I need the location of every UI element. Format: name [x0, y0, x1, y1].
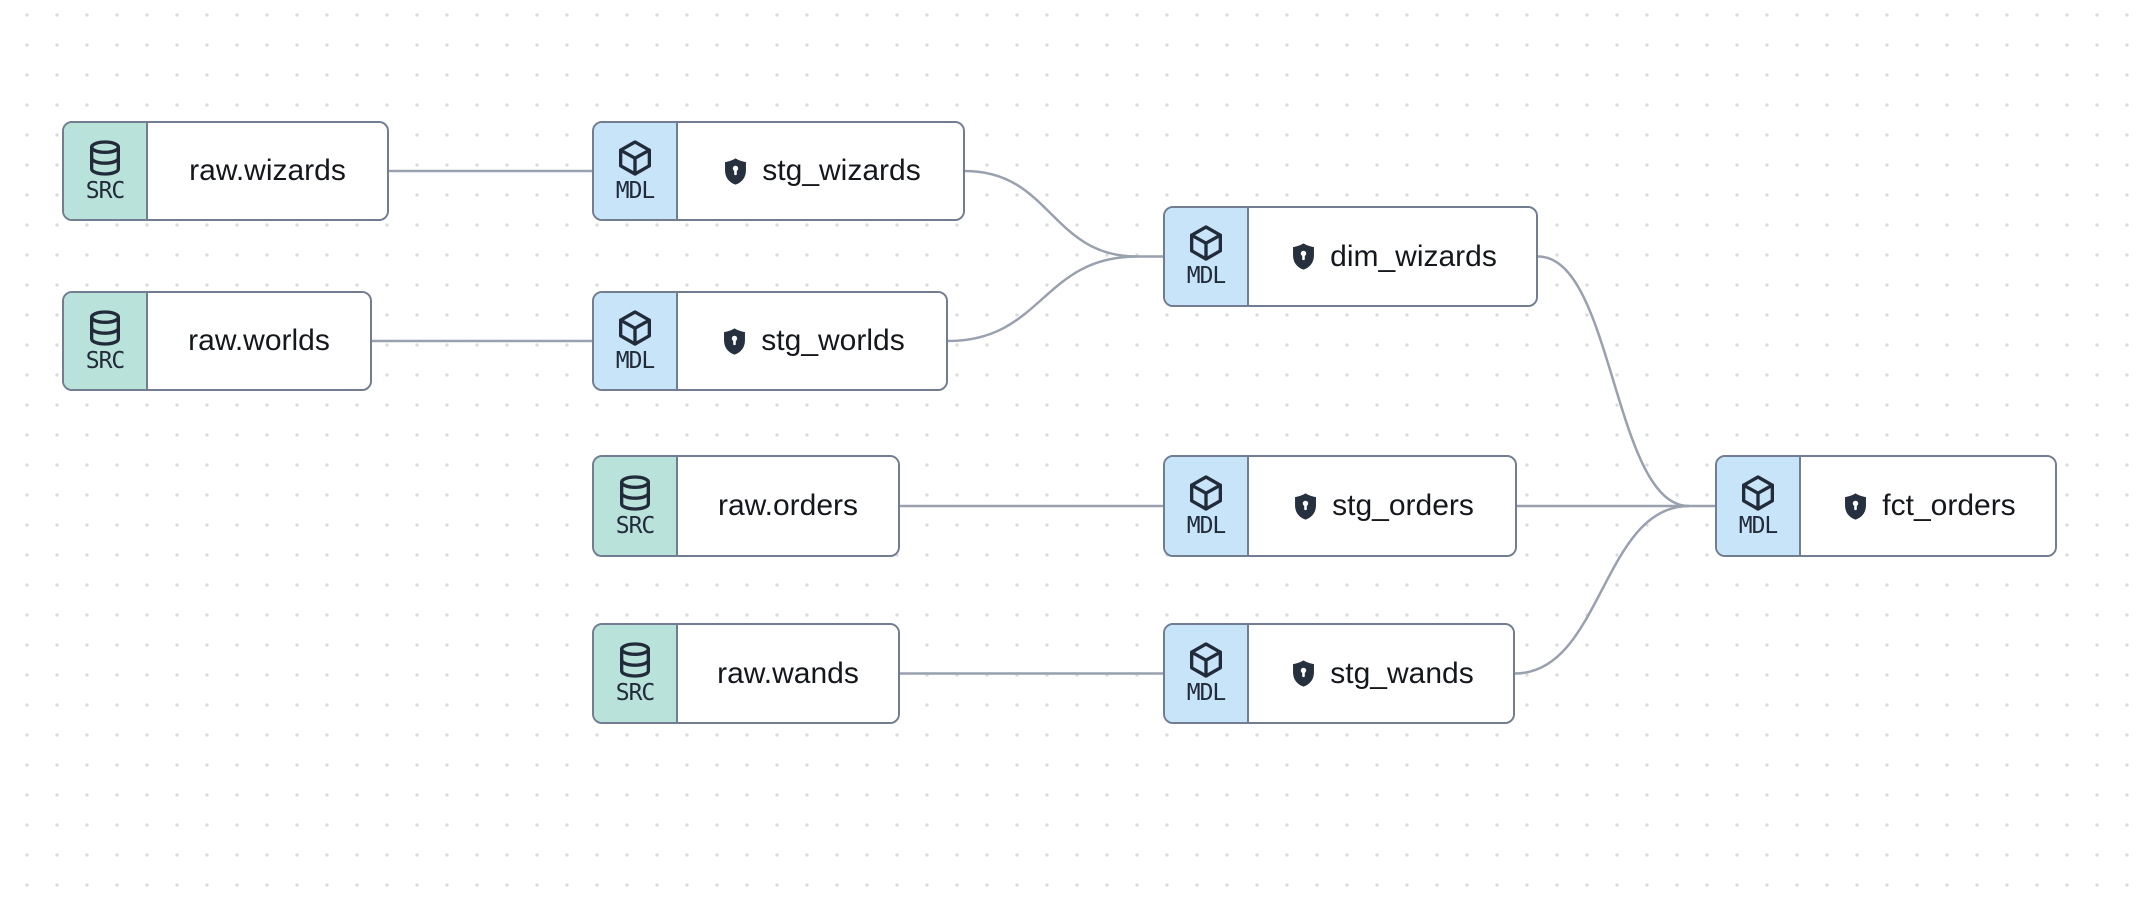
- node-body: fct_orders: [1801, 457, 2055, 555]
- model-type-badge: MDL: [1165, 208, 1249, 305]
- node-label: raw.wands: [717, 656, 859, 690]
- node-stg_worlds[interactable]: MDL stg_worlds: [592, 291, 948, 391]
- node-body: raw.orders: [678, 457, 898, 555]
- node-stg_wands[interactable]: MDL stg_wands: [1163, 623, 1515, 724]
- cube-icon: [619, 310, 651, 346]
- source-type-badge: SRC: [594, 625, 678, 722]
- node-body: raw.wizards: [148, 123, 387, 219]
- database-icon: [89, 140, 120, 176]
- node-label: dim_wizards: [1330, 239, 1497, 273]
- badge-label: MDL: [1186, 263, 1227, 290]
- badge-label: SRC: [85, 347, 126, 374]
- node-raw.wands[interactable]: SRC raw.wands: [592, 623, 900, 724]
- edge-stg_wizards-to-dim_wizards: [964, 169, 1138, 258]
- shield-icon: [725, 157, 747, 185]
- badge-label: MDL: [615, 177, 656, 204]
- model-type-badge: MDL: [594, 123, 678, 219]
- node-body: stg_worlds: [678, 293, 946, 389]
- node-label: stg_orders: [1332, 489, 1474, 522]
- node-stg_orders[interactable]: MDL stg_orders: [1163, 455, 1517, 557]
- badge-label: MDL: [1738, 512, 1779, 539]
- node-raw.wizards[interactable]: SRC raw.wizards: [62, 121, 389, 221]
- source-type-badge: SRC: [64, 123, 148, 219]
- shield-icon: [1845, 492, 1867, 520]
- shield-icon: [724, 327, 746, 355]
- node-label: stg_worlds: [761, 324, 905, 357]
- node-body: raw.wands: [678, 625, 898, 722]
- node-raw.worlds[interactable]: SRC raw.worlds: [62, 291, 372, 391]
- edge-stg_wands-to-fct_orders: [1514, 504, 1690, 675]
- badge-label: SRC: [615, 680, 656, 707]
- node-body: dim_wizards: [1249, 208, 1536, 305]
- database-icon: [89, 310, 120, 346]
- shield-icon: [1293, 660, 1315, 687]
- node-raw.orders[interactable]: SRC raw.orders: [592, 455, 900, 557]
- edge-stg_worlds-to-dim_wizards: [947, 255, 1138, 343]
- badge-label: MDL: [1186, 680, 1227, 707]
- model-type-badge: MDL: [594, 293, 678, 389]
- node-label: raw.worlds: [188, 324, 330, 357]
- node-body: stg_wizards: [678, 123, 963, 219]
- shield-icon: [1295, 492, 1317, 520]
- node-body: raw.worlds: [148, 293, 370, 389]
- cube-icon: [1189, 642, 1223, 679]
- source-type-badge: SRC: [594, 457, 678, 555]
- model-type-badge: MDL: [1717, 457, 1801, 555]
- node-body: stg_orders: [1249, 457, 1515, 555]
- node-label: raw.orders: [717, 489, 859, 522]
- badge-label: SRC: [85, 177, 126, 204]
- model-type-badge: MDL: [1165, 625, 1249, 722]
- node-stg_wizards[interactable]: MDL stg_wizards: [592, 121, 965, 221]
- source-type-badge: SRC: [64, 293, 148, 389]
- cube-icon: [1189, 475, 1223, 511]
- model-type-badge: MDL: [1165, 457, 1249, 555]
- cube-icon: [1189, 225, 1223, 262]
- database-icon: [620, 642, 650, 679]
- node-label: raw.wizards: [189, 154, 346, 187]
- node-label: stg_wizards: [762, 154, 921, 187]
- node-label: fct_orders: [1882, 489, 2016, 522]
- node-body: stg_wands: [1249, 625, 1513, 722]
- cube-icon: [1741, 475, 1775, 511]
- node-fct_orders[interactable]: MDL fct_orders: [1715, 455, 2057, 557]
- cube-icon: [619, 140, 651, 176]
- badge-label: SRC: [615, 512, 656, 539]
- database-icon: [620, 475, 650, 511]
- node-label: stg_wands: [1330, 656, 1474, 690]
- badge-label: MDL: [615, 347, 656, 374]
- badge-label: MDL: [1186, 512, 1227, 539]
- node-dim_wizards[interactable]: MDL dim_wizards: [1163, 206, 1538, 307]
- shield-icon: [1293, 243, 1315, 270]
- edge-dim_wizards-to-fct_orders: [1537, 255, 1690, 508]
